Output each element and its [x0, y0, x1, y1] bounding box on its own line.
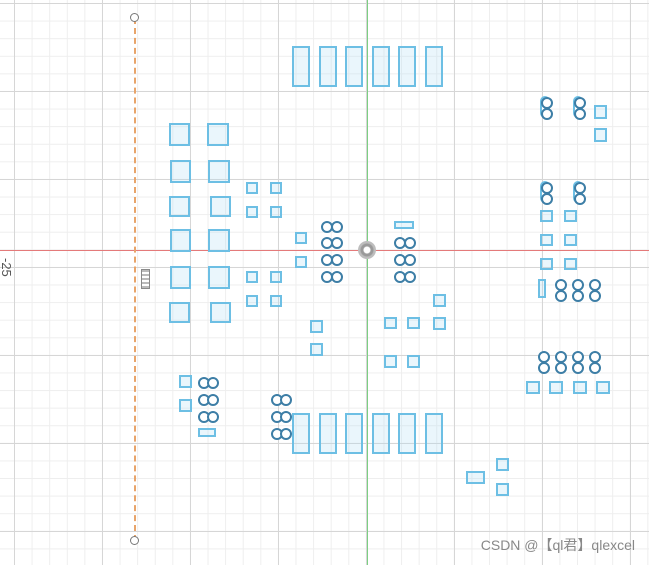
pad[interactable] — [295, 232, 307, 244]
pad[interactable] — [573, 381, 587, 394]
pad[interactable] — [246, 182, 258, 194]
pad[interactable] — [594, 105, 607, 119]
pad[interactable] — [407, 355, 420, 368]
drill-hole[interactable] — [538, 362, 550, 374]
pad[interactable] — [169, 123, 190, 146]
pad[interactable] — [466, 471, 485, 484]
pad[interactable] — [433, 317, 446, 330]
pad[interactable] — [310, 343, 323, 356]
pad[interactable] — [407, 317, 420, 329]
pad[interactable] — [564, 258, 577, 270]
pad[interactable] — [564, 210, 577, 222]
drill-hole[interactable] — [331, 254, 343, 266]
pad[interactable] — [246, 206, 258, 218]
pad[interactable] — [496, 483, 509, 496]
pad[interactable] — [270, 271, 282, 283]
pad[interactable] — [596, 381, 610, 394]
drill-hole[interactable] — [331, 271, 343, 283]
pad[interactable] — [345, 413, 363, 454]
drill-hole[interactable] — [555, 290, 567, 302]
pad[interactable] — [270, 182, 282, 194]
pad[interactable] — [179, 399, 192, 412]
ruler-end-handle[interactable] — [130, 536, 139, 545]
watermark-text: CSDN @【ql君】qlexcel — [480, 537, 635, 553]
pad[interactable] — [425, 46, 443, 87]
pad[interactable] — [394, 221, 414, 229]
pad[interactable] — [170, 229, 191, 252]
ruler-start-handle[interactable] — [130, 13, 139, 22]
pad[interactable] — [179, 375, 192, 388]
pad[interactable] — [372, 46, 390, 87]
pad[interactable] — [169, 302, 190, 323]
pad[interactable] — [384, 317, 397, 329]
pad[interactable] — [310, 320, 323, 333]
pad[interactable] — [538, 279, 546, 298]
drill-hole[interactable] — [280, 394, 292, 406]
origin-icon[interactable] — [358, 241, 376, 259]
pad[interactable] — [295, 256, 307, 268]
pad[interactable] — [425, 413, 443, 454]
pad[interactable] — [319, 413, 337, 454]
drill-hole[interactable] — [207, 377, 219, 389]
pad[interactable] — [270, 295, 282, 307]
pad[interactable] — [372, 413, 390, 454]
drill-hole[interactable] — [541, 193, 553, 205]
pad[interactable] — [384, 355, 397, 368]
drill-hole[interactable] — [541, 108, 553, 120]
pad[interactable] — [398, 46, 416, 87]
pad[interactable] — [169, 196, 190, 217]
pad[interactable] — [208, 229, 230, 252]
pad[interactable] — [398, 413, 416, 454]
drill-hole[interactable] — [404, 237, 416, 249]
drill-hole[interactable] — [207, 411, 219, 423]
y-axis-line — [367, 0, 368, 565]
pad[interactable] — [564, 234, 577, 246]
pad[interactable] — [208, 160, 230, 183]
drill-hole[interactable] — [574, 193, 586, 205]
pad[interactable] — [496, 458, 509, 471]
drill-hole[interactable] — [574, 108, 586, 120]
pad[interactable] — [549, 381, 563, 394]
measure-ruler-line[interactable] — [134, 18, 136, 541]
ruler-grip-icon[interactable] — [141, 269, 150, 289]
drill-hole[interactable] — [331, 221, 343, 233]
pad[interactable] — [526, 381, 540, 394]
pad[interactable] — [170, 266, 191, 289]
pad[interactable] — [433, 294, 446, 307]
drill-hole[interactable] — [404, 254, 416, 266]
pad[interactable] — [246, 295, 258, 307]
drill-hole[interactable] — [555, 362, 567, 374]
drill-hole[interactable] — [404, 271, 416, 283]
drill-hole[interactable] — [207, 394, 219, 406]
pad[interactable] — [270, 206, 282, 218]
pad[interactable] — [198, 428, 216, 437]
pad[interactable] — [540, 210, 553, 222]
pad[interactable] — [345, 46, 363, 87]
x-axis-line — [0, 250, 649, 251]
pad[interactable] — [170, 160, 191, 183]
pad[interactable] — [594, 128, 607, 142]
pad[interactable] — [246, 271, 258, 283]
drill-hole[interactable] — [572, 290, 584, 302]
pad[interactable] — [540, 234, 553, 246]
pad[interactable] — [210, 196, 231, 217]
pad[interactable] — [540, 258, 553, 270]
drill-hole[interactable] — [572, 362, 584, 374]
pad[interactable] — [210, 302, 231, 323]
drill-hole[interactable] — [331, 237, 343, 249]
drill-hole[interactable] — [589, 290, 601, 302]
ruler-dimension-label: -25 — [0, 258, 14, 277]
pad[interactable] — [207, 123, 229, 146]
pad[interactable] — [208, 266, 230, 289]
drill-hole[interactable] — [280, 428, 292, 440]
drill-hole[interactable] — [280, 411, 292, 423]
drill-hole[interactable] — [589, 362, 601, 374]
pad[interactable] — [319, 46, 337, 87]
pad[interactable] — [292, 413, 310, 454]
pad[interactable] — [292, 46, 310, 87]
